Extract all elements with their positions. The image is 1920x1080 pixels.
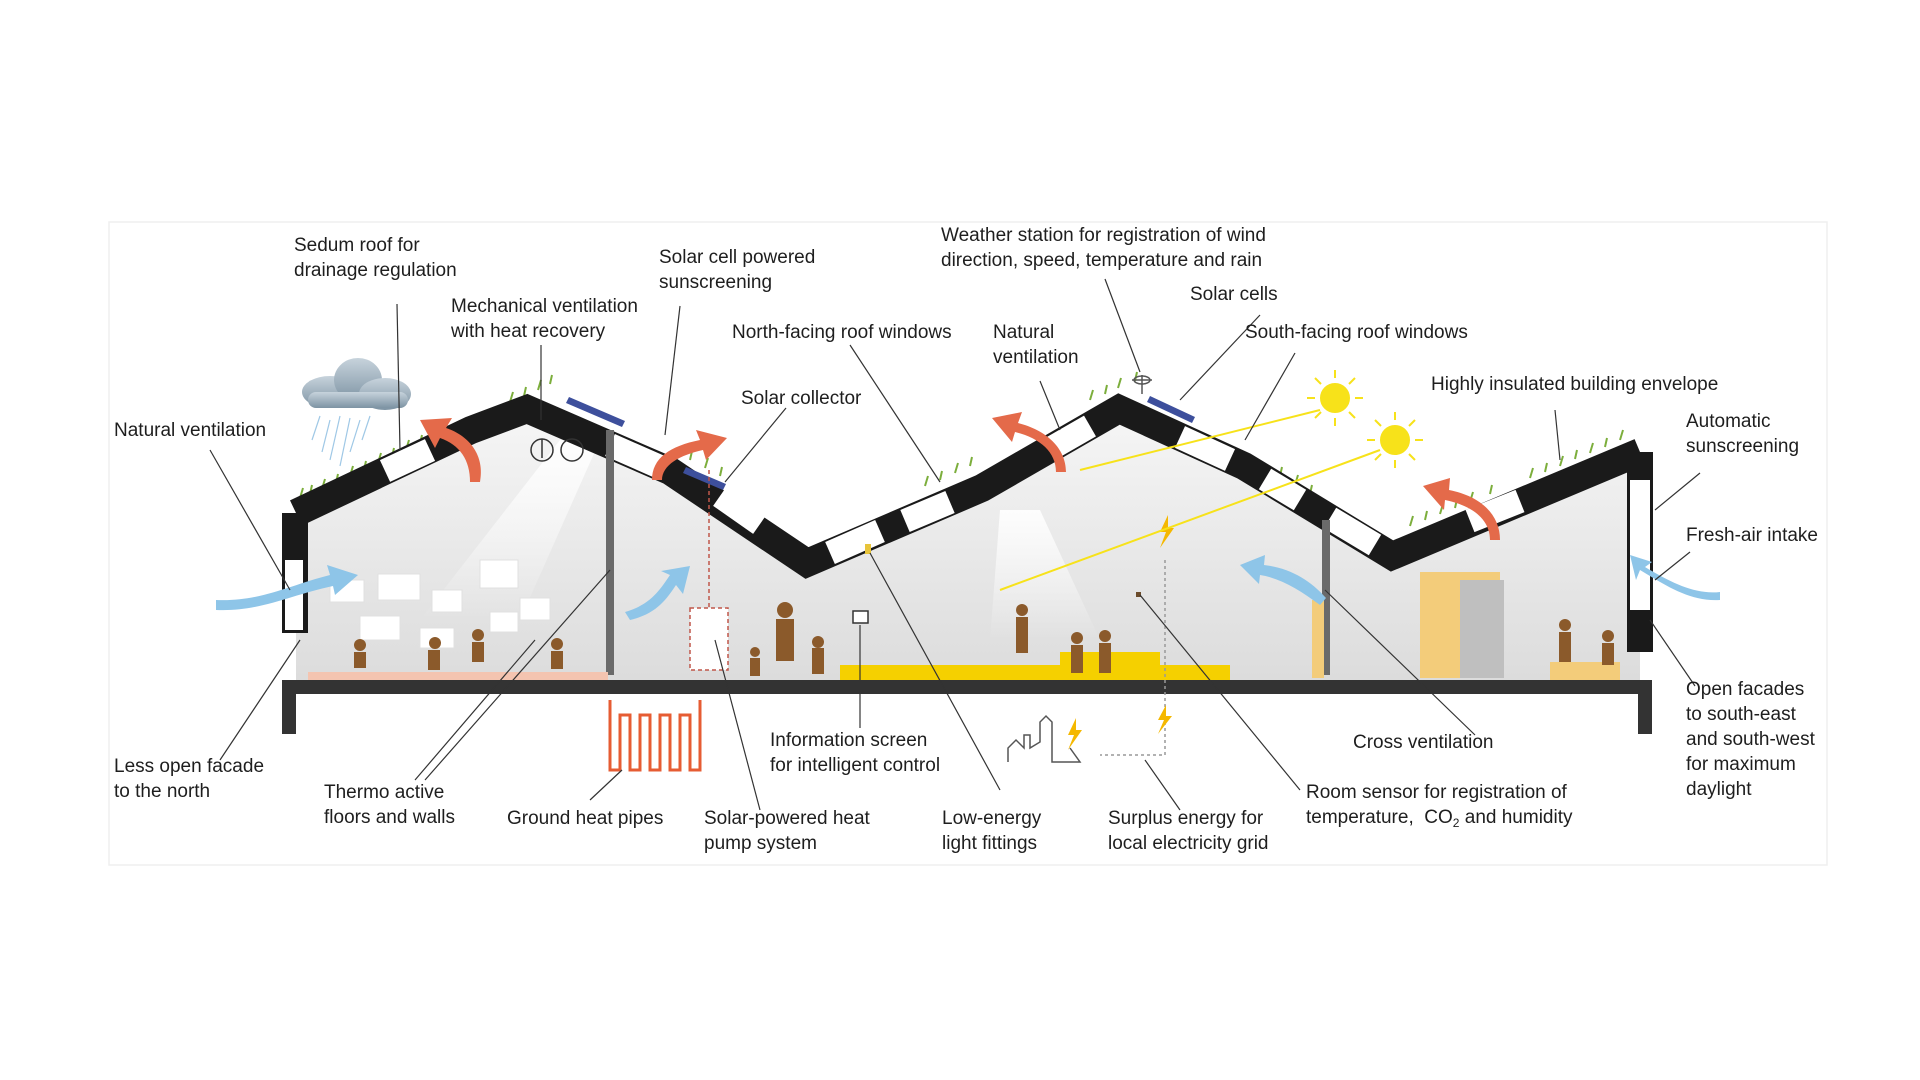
solar-panels bbox=[566, 396, 1195, 490]
light-fitting bbox=[865, 544, 871, 554]
fresh-air-arrows bbox=[216, 555, 1720, 620]
label-weather-station: Weather station for registration of wind… bbox=[941, 225, 1266, 271]
label-cross-ventilation: Cross ventilation bbox=[1353, 732, 1494, 753]
bench bbox=[1550, 662, 1620, 680]
ventilation-unit bbox=[560, 438, 584, 462]
label-south-roof-windows: South-facing roof windows bbox=[1245, 322, 1468, 343]
cabinet bbox=[1460, 580, 1504, 678]
label-room-sensor: Room sensor for registration of temperat… bbox=[1306, 780, 1572, 836]
light-beam bbox=[420, 440, 600, 620]
room-sensor-line2: temperature, CO2 and humidity bbox=[1306, 807, 1573, 830]
label-natural-ventilation-left: Natural ventilation bbox=[114, 420, 267, 441]
column bbox=[1312, 600, 1324, 678]
floor-glow bbox=[840, 652, 1230, 680]
foundation-right bbox=[1638, 694, 1652, 734]
label-natural-ventilation-mid: Natural ventilation bbox=[993, 322, 1079, 368]
label-ground-heat-pipes: Ground heat pipes bbox=[507, 808, 664, 829]
thermo-wall bbox=[606, 430, 614, 675]
sun-ray bbox=[1079, 409, 1321, 471]
south-window bbox=[1630, 480, 1650, 610]
label-heat-pump: Solar-powered heat pump system bbox=[704, 808, 870, 854]
label-open-facades: Open facades to south-east and south-wes… bbox=[1686, 679, 1815, 800]
surplus-line bbox=[1100, 560, 1166, 756]
rain-icon bbox=[311, 415, 371, 467]
foundation-left bbox=[282, 694, 296, 734]
room-sensor-line1: Room sensor for registration of bbox=[1306, 782, 1567, 803]
label-surplus-energy: Surplus energy for local electricity gri… bbox=[1108, 808, 1269, 854]
room-sensor bbox=[1136, 592, 1141, 597]
weather-station-icon bbox=[1132, 375, 1152, 394]
floor-warm bbox=[308, 672, 608, 680]
sedum-grass bbox=[299, 371, 1624, 527]
label-mechanical-ventilation: Mechanical ventilation with heat recover… bbox=[451, 296, 638, 342]
diagram-frame bbox=[108, 221, 1828, 866]
label-thermo-active: Thermo active floors and walls bbox=[324, 782, 455, 828]
label-insulated-envelope: Highly insulated building envelope bbox=[1431, 374, 1719, 395]
label-solar-collector: Solar collector bbox=[741, 388, 862, 409]
cloud-icon bbox=[302, 358, 411, 410]
label-automatic-sunscreening: Automatic sunscreening bbox=[1686, 411, 1800, 457]
label-north-roof-windows: North-facing roof windows bbox=[732, 322, 952, 343]
sun-ray bbox=[999, 449, 1381, 591]
label-fresh-air-intake: Fresh-air intake bbox=[1686, 525, 1818, 546]
leader-lines bbox=[209, 278, 1701, 811]
information-screen bbox=[852, 610, 869, 624]
thermo-wall bbox=[1322, 520, 1330, 675]
sun-icon bbox=[1367, 412, 1423, 468]
roof bbox=[290, 393, 1646, 579]
label-information-screen: Information screen for intelligent contr… bbox=[770, 730, 941, 776]
people bbox=[354, 602, 1614, 676]
label-solar-sunscreening: Solar cell powered sunscreening bbox=[659, 247, 816, 293]
label-less-open-facade: Less open facade to the north bbox=[114, 756, 265, 802]
roof-windows bbox=[379, 415, 1525, 564]
warm-air-arrows bbox=[420, 412, 1500, 540]
city-icon bbox=[1007, 714, 1082, 763]
label-sedum-roof: Sedum roof for drainage regulation bbox=[294, 235, 457, 281]
heat-pump-box bbox=[689, 607, 729, 671]
ground-heat-pipes bbox=[608, 700, 702, 772]
bolt-icon bbox=[1068, 515, 1174, 750]
ground-slab bbox=[282, 680, 1652, 694]
label-low-energy-lights: Low-energy light fittings bbox=[942, 808, 1042, 854]
sun-icon bbox=[1307, 370, 1363, 426]
label-solar-cells: Solar cells bbox=[1190, 284, 1278, 305]
